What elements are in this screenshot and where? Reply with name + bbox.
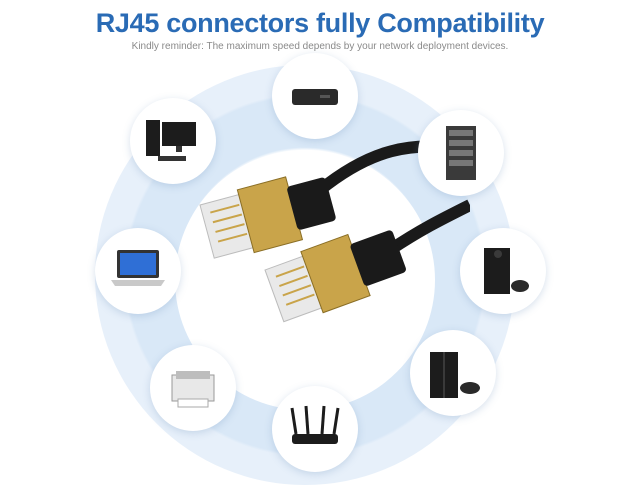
tv-box-icon	[292, 89, 338, 105]
server-rack-icon	[446, 126, 476, 180]
device-bubble-laptop	[95, 228, 181, 314]
device-bubble-ps4	[410, 330, 496, 416]
laptop-icon	[111, 250, 165, 286]
printer-icon	[171, 371, 215, 408]
device-bubble-printer	[150, 345, 236, 431]
device-bubble-tv-box	[272, 53, 358, 139]
ethernet-cable-image	[199, 140, 470, 323]
xbox-console-icon	[484, 248, 529, 294]
device-bubble-router	[272, 386, 358, 472]
rj45-connector-right	[264, 230, 406, 323]
device-bubble-desktop-pc	[130, 98, 216, 184]
page-subtitle: Kindly reminder: The maximum speed depen…	[131, 41, 509, 52]
desktop-pc-icon	[146, 120, 196, 161]
device-bubble-xbox	[460, 228, 546, 314]
cable-strand-right	[386, 199, 470, 255]
router-icon	[290, 405, 340, 444]
page-title: RJ45 connectors fully Compatibility	[95, 8, 545, 38]
ps4-console-icon	[430, 352, 480, 398]
rj45-connector-left	[199, 176, 336, 259]
device-bubble-server-rack	[418, 110, 504, 196]
